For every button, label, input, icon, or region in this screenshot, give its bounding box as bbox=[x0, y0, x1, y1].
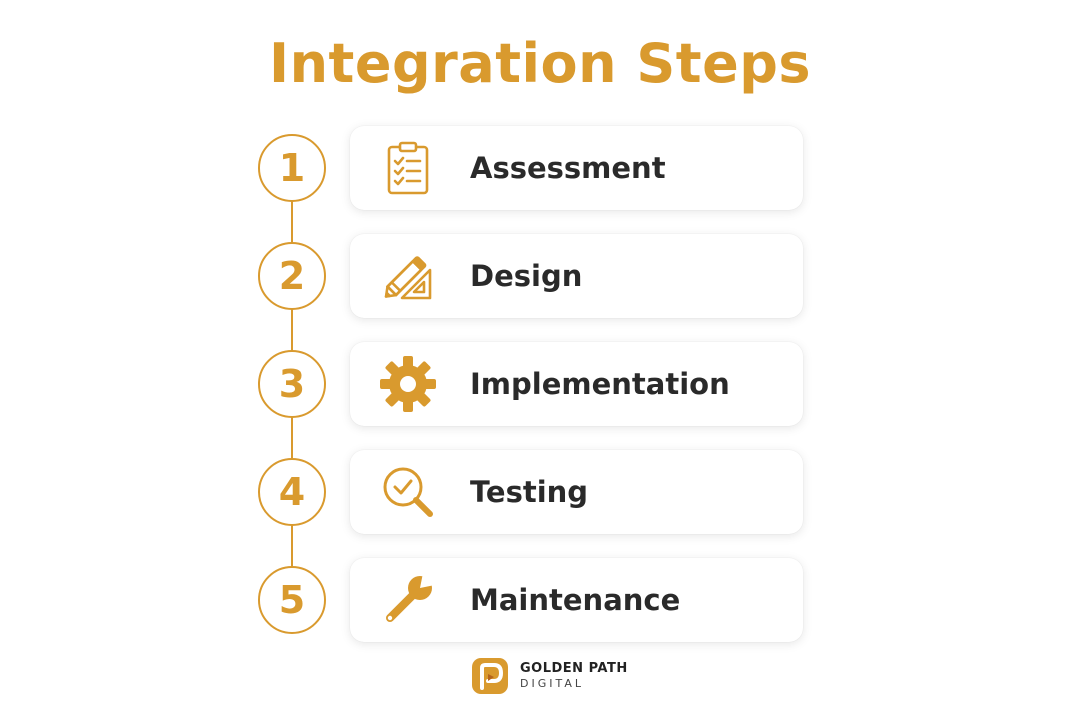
step-number-badge: 5 bbox=[258, 566, 326, 634]
brand-footer: GOLDEN PATH DIGITAL bbox=[470, 656, 628, 696]
step-label: Testing bbox=[470, 475, 589, 509]
brand-name: GOLDEN PATH bbox=[520, 661, 628, 676]
wrench-icon bbox=[378, 570, 438, 630]
magnifier-check-icon bbox=[378, 462, 438, 522]
step-1: 1 Assessment bbox=[0, 126, 1080, 210]
brand-text: GOLDEN PATH DIGITAL bbox=[520, 661, 628, 691]
step-card-implementation: Implementation bbox=[350, 342, 803, 426]
step-2: 2 Design bbox=[0, 234, 1080, 318]
brand-subtitle: DIGITAL bbox=[520, 677, 585, 690]
step-card-assessment: Assessment bbox=[350, 126, 803, 210]
step-4: 4 Testing bbox=[0, 450, 1080, 534]
step-5: 5 Maintenance bbox=[0, 558, 1080, 642]
page-title: Integration Steps bbox=[269, 32, 811, 95]
step-label: Assessment bbox=[470, 151, 666, 185]
step-card-design: Design bbox=[350, 234, 803, 318]
step-label: Design bbox=[470, 259, 583, 293]
step-card-maintenance: Maintenance bbox=[350, 558, 803, 642]
step-3: 3 Imple bbox=[0, 342, 1080, 426]
step-label: Implementation bbox=[470, 367, 730, 401]
gear-icon bbox=[378, 354, 438, 414]
golden-path-logo-icon bbox=[472, 658, 508, 694]
step-label: Maintenance bbox=[470, 583, 681, 617]
step-card-testing: Testing bbox=[350, 450, 803, 534]
step-number-badge: 4 bbox=[258, 458, 326, 526]
step-number-badge: 2 bbox=[258, 242, 326, 310]
step-number-badge: 3 bbox=[258, 350, 326, 418]
pencil-ruler-icon bbox=[378, 246, 438, 306]
clipboard-checklist-icon bbox=[378, 138, 438, 198]
step-number-badge: 1 bbox=[258, 134, 326, 202]
